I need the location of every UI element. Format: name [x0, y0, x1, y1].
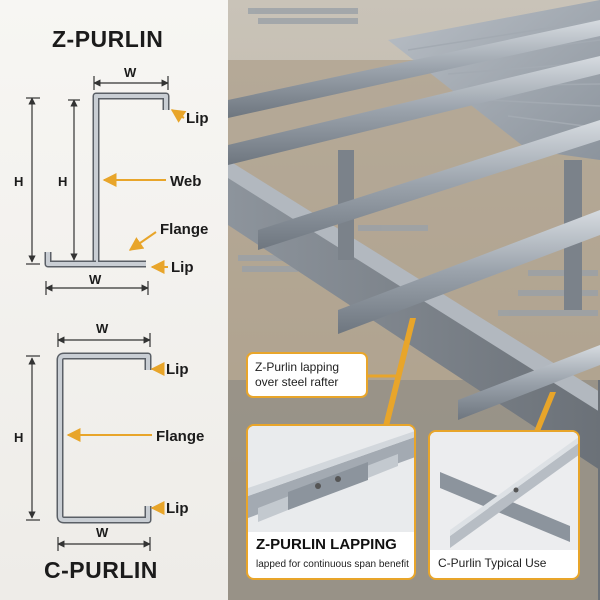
c-width-bottom-label: W: [96, 525, 109, 540]
construction-photo: Z-Purlin lapping over steel rafter Z-PUR…: [228, 0, 600, 600]
z-lip-top-label: Lip: [186, 110, 209, 127]
c-purlin-title: C-PURLIN: [44, 557, 158, 583]
z-lapping-subtitle: lapped for continuous span benefit: [256, 559, 409, 570]
c-flange-label: Flange: [156, 428, 204, 445]
z-width-top-label: W: [124, 65, 137, 80]
c-purlin-inset: C-Purlin Typical Use: [428, 430, 580, 580]
c-lip-top-label: Lip: [166, 361, 189, 378]
z-purlin-title: Z-PURLIN: [52, 26, 164, 52]
z-lapping-inset: Z-PURLIN LAPPING lapped for continuous s…: [246, 424, 416, 580]
c-dimensions: [26, 333, 151, 551]
c-height-label: H: [14, 430, 23, 445]
z-width-bottom-label: W: [89, 272, 102, 287]
z-web-label: Web: [170, 173, 201, 190]
z-lip-bottom-label: Lip: [171, 259, 194, 276]
z-dimensions: [26, 76, 169, 295]
z-height-outer-label: H: [14, 174, 23, 189]
z-height-inner-label: H: [58, 174, 67, 189]
z-purlin-profile: [44, 92, 170, 268]
c-purlin-detail: [430, 432, 578, 550]
z-lapping-title: Z-PURLIN LAPPING: [256, 536, 397, 553]
z-flange-label: Flange: [160, 221, 208, 238]
c-width-top-label: W: [96, 321, 109, 336]
lapping-callout: Z-Purlin lapping over steel rafter: [246, 352, 368, 398]
c-purlin-caption: C-Purlin Typical Use: [438, 556, 547, 570]
diagram-panel: Z-PURLIN C-PURLIN: [0, 0, 228, 600]
c-lip-bottom-label: Lip: [166, 500, 189, 517]
purlin-drawings: W H H W Lip Web Flange Lip: [14, 65, 209, 551]
c-purlin-profile: [56, 352, 152, 524]
z-lapping-detail: [248, 426, 414, 532]
lapping-callout-text: Z-Purlin lapping over steel rafter: [255, 360, 340, 389]
